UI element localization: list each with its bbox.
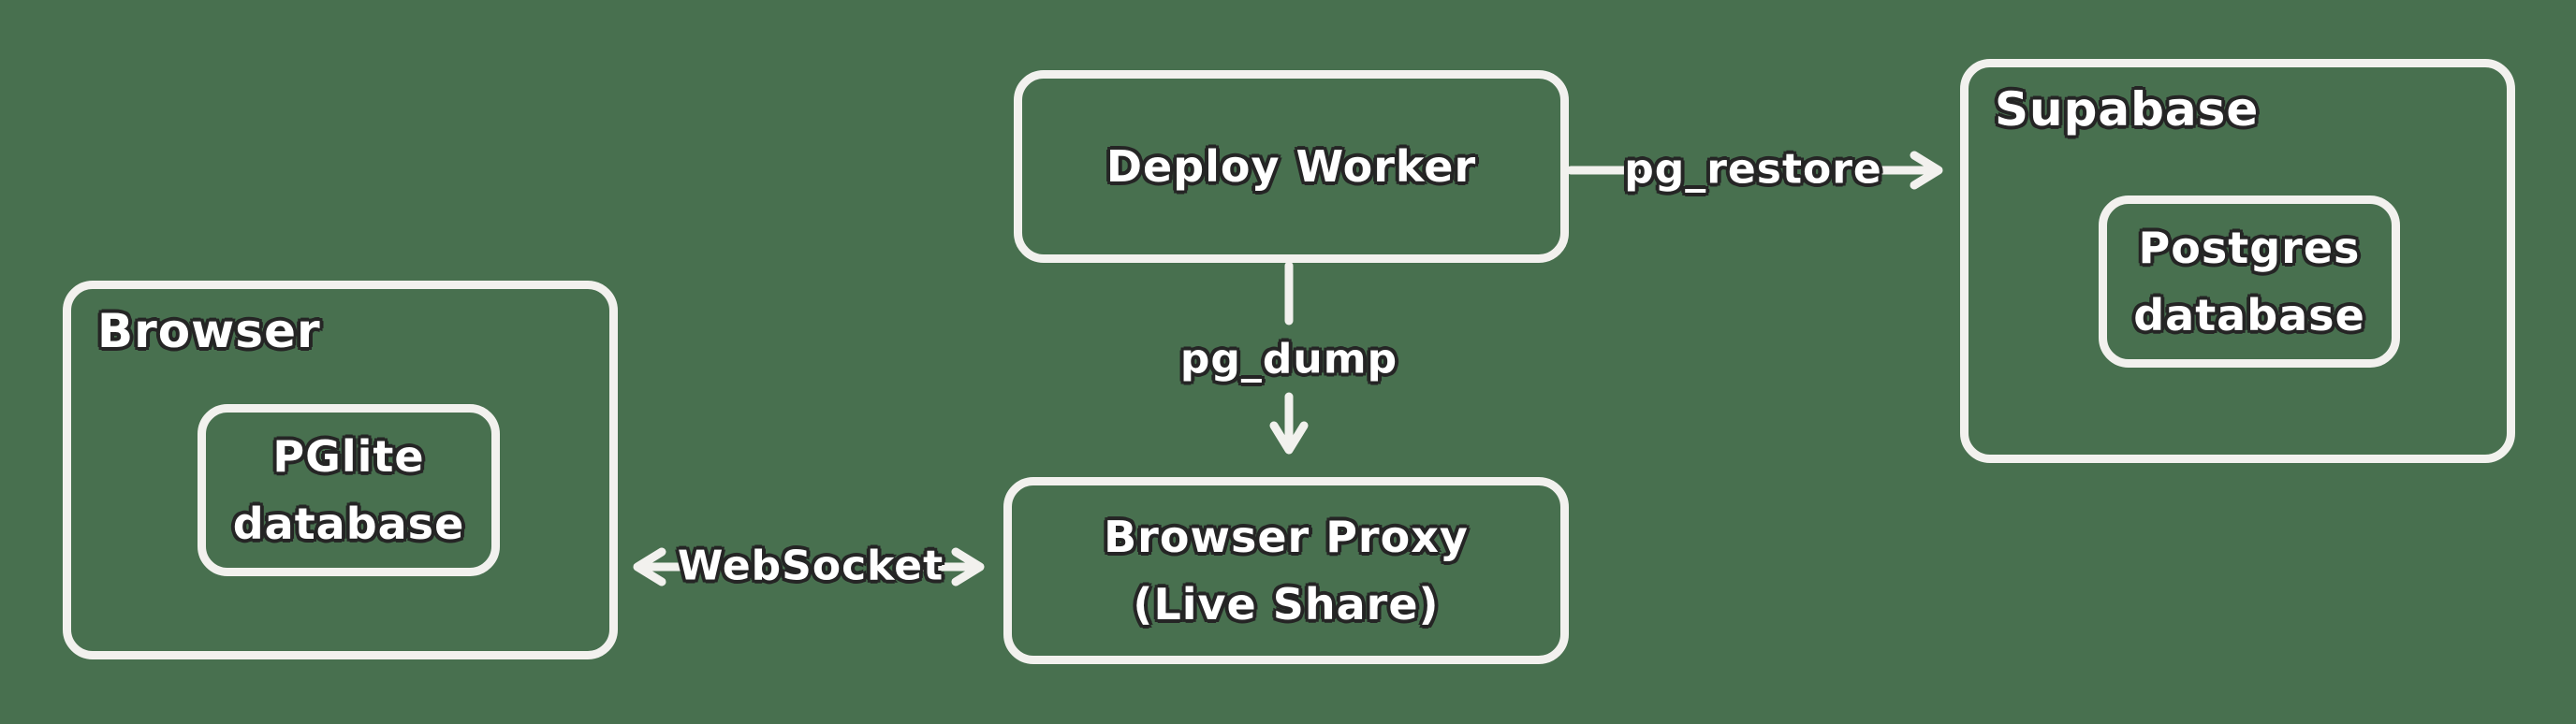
edge-pg-dump-label: pg_dump xyxy=(1179,335,1398,384)
node-browser-proxy: Browser Proxy (Live Share) xyxy=(1003,477,1569,664)
node-supabase: Supabase xyxy=(1960,59,2515,463)
node-deploy-worker-label: Deploy Worker xyxy=(1105,141,1477,192)
arrow-down-icon xyxy=(1269,421,1309,455)
node-postgres-database-label-line2: database xyxy=(2133,290,2365,340)
node-browser: Browser xyxy=(63,281,618,659)
edge-pg-restore-label: pg_restore xyxy=(1624,145,1882,194)
node-pglite-database: PGlite database xyxy=(198,404,500,576)
arrow-right-icon xyxy=(951,547,985,586)
node-pglite-database-label-line2: database xyxy=(232,499,465,549)
arrow-left-icon xyxy=(633,547,666,586)
node-postgres-database-label-line1: Postgres xyxy=(2138,223,2361,273)
node-browser-proxy-label-line2: (Live Share) xyxy=(1133,579,1440,630)
edge-websocket-label: WebSocket xyxy=(677,542,944,590)
node-pglite-database-label-line1: PGlite xyxy=(272,431,425,482)
node-supabase-label: Supabase xyxy=(1995,82,2260,137)
node-browser-proxy-label-line1: Browser Proxy xyxy=(1104,512,1469,562)
arrow-right-icon xyxy=(1910,151,1943,190)
node-postgres-database: Postgres database xyxy=(2099,195,2400,368)
node-browser-label: Browser xyxy=(97,304,321,358)
node-deploy-worker: Deploy Worker xyxy=(1014,70,1569,263)
